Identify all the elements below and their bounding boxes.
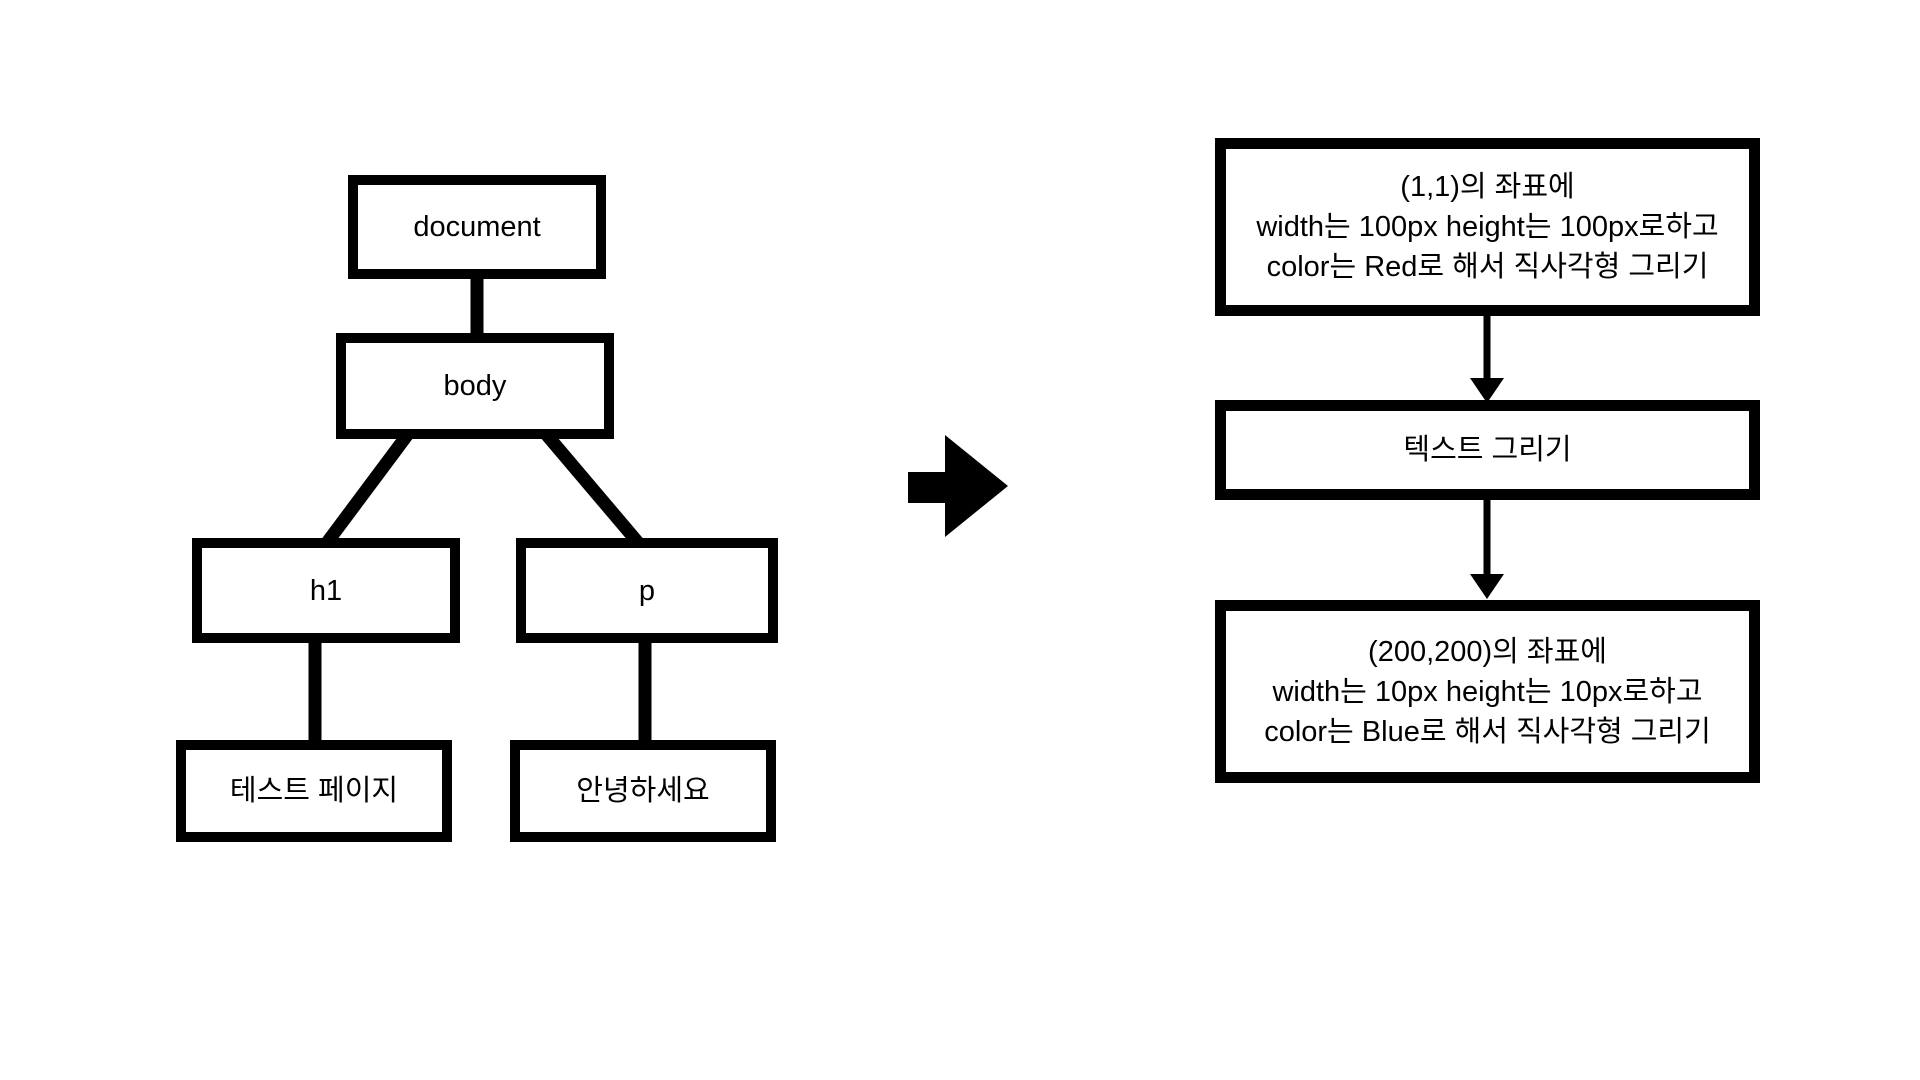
edge-body-p — [541, 429, 651, 557]
flow-step-1-line-2: width는 100px height는 100px로하고 — [1256, 211, 1719, 243]
flow-step-draw-blue-rect: (200,200)의 좌표에 width는 10px height는 10px로… — [1215, 600, 1760, 783]
dom-node-body: body — [336, 333, 614, 439]
dom-node-h1-textnode: 테스트 페이지 — [176, 740, 452, 842]
dom-node-h1: h1 — [192, 538, 460, 643]
dom-node-document: document — [348, 175, 606, 279]
flow-step-draw-text: 텍스트 그리기 — [1215, 400, 1760, 500]
flow-step-3-line-2: width는 10px height는 10px로하고 — [1272, 675, 1703, 708]
dom-node-h1-textnode-label: 테스트 페이지 — [229, 775, 399, 807]
flow-step-draw-red-rect: (1,1)의 좌표에 width는 100px height는 100px로하고… — [1215, 138, 1760, 316]
flow-step-1-line-1: (1,1)의 좌표에 — [1400, 171, 1575, 203]
transform-right-arrow-icon — [908, 435, 1008, 537]
dom-node-p: p — [516, 538, 778, 643]
edge-body-h1 — [314, 430, 414, 556]
dom-node-p-textnode-label: 안녕하세요 — [576, 775, 710, 807]
dom-node-body-label: body — [443, 370, 507, 402]
dom-node-h1-label: h1 — [309, 574, 343, 607]
dom-node-p-textnode: 안녕하세요 — [510, 740, 776, 842]
dom-node-document-label: document — [413, 211, 541, 243]
flow-step-3-line-3: color는 Blue로 해서 직사각형 그리기 — [1264, 715, 1711, 748]
flow-connector-2-down-arrow-icon — [1470, 574, 1504, 599]
flow-step-1-line-3: color는 Red로 해서 직사각형 그리기 — [1266, 251, 1709, 283]
flow-step-3-line-1: (200,200)의 좌표에 — [1368, 635, 1607, 668]
flow-step-2-line-1: 텍스트 그리기 — [1403, 434, 1572, 466]
dom-node-p-label: p — [638, 574, 656, 607]
